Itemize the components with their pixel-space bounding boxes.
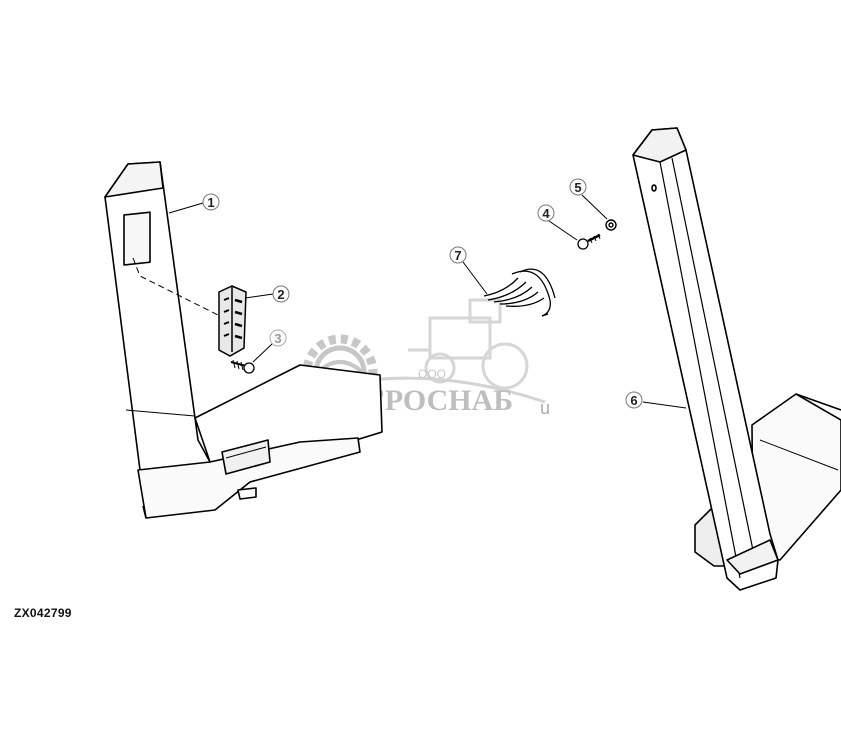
- callout-number: 1: [207, 195, 214, 210]
- figure-id: ZX042799: [14, 606, 72, 620]
- callout-number: 6: [630, 393, 637, 408]
- callout-number: 3: [274, 331, 281, 346]
- watermark-prefix: ООО: [418, 367, 446, 381]
- callout-6: 6: [625, 391, 643, 409]
- callout-7: 7: [449, 246, 467, 264]
- tractor-icon: [408, 298, 529, 390]
- part-1-left-panel: [104, 161, 383, 519]
- leader-line-2: [244, 293, 274, 299]
- callout-number: 2: [277, 287, 284, 302]
- leader-lines: [168, 194, 687, 409]
- callout-4: 4: [537, 204, 555, 222]
- leader-line-4: [548, 220, 578, 241]
- callout-2: 2: [272, 285, 290, 303]
- leader-line-3: [252, 343, 273, 363]
- leader-line-7: [462, 261, 488, 295]
- callout-number: 7: [454, 248, 461, 263]
- part-3-screw: [230, 359, 255, 374]
- callout-1: 1: [202, 193, 220, 211]
- leader-line-5: [581, 194, 608, 220]
- part-5-nut: [605, 219, 617, 231]
- callout-5: 5: [569, 178, 587, 196]
- callout-3: 3: [269, 329, 287, 347]
- callout-number: 5: [574, 180, 581, 195]
- leader-line-6: [642, 401, 687, 409]
- leader-line-1: [168, 202, 204, 214]
- watermark-suffix: u: [540, 398, 550, 418]
- part-2-vent: [218, 285, 247, 357]
- part-4-bolt: [577, 233, 601, 250]
- part-7-coil: [483, 268, 556, 317]
- callout-number: 4: [542, 206, 550, 221]
- part-6-rail: [632, 127, 841, 591]
